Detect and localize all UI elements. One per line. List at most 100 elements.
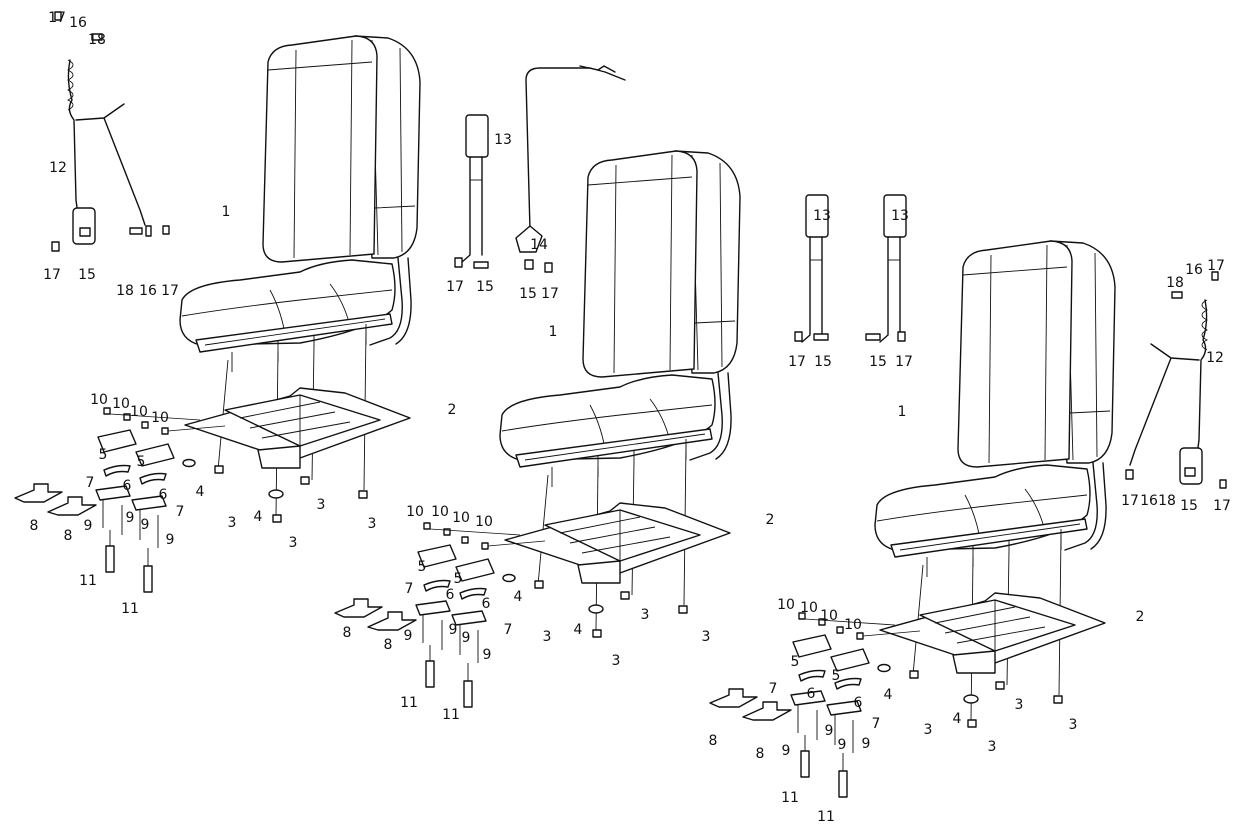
callout-seat-right-part-11: 11 [817, 809, 835, 825]
callout-seat-left-part-16: 16 [69, 15, 87, 31]
callout-seat-middle-part-9: 9 [404, 628, 413, 644]
seat-belt-retractor-right [1129, 299, 1208, 485]
callout-seat-left-part-9: 9 [84, 518, 93, 534]
callout-seat-right-part-12: 12 [1206, 350, 1224, 366]
callout-seat-right-part-10: 10 [800, 600, 818, 616]
callout-seat-right-part-4: 4 [884, 687, 893, 703]
callout-seat-right-part-17: 17 [788, 354, 806, 370]
callout-seat-left-part-18: 18 [116, 283, 134, 299]
callout-seat-right-part-18: 18 [1166, 275, 1184, 291]
callout-seat-left-part-7: 7 [176, 504, 185, 520]
callout-seat-left-part-9: 9 [141, 517, 150, 533]
callout-seat-left-part-15: 15 [78, 267, 96, 283]
callout-seat-right-part-10: 10 [820, 608, 838, 624]
callout-seat-left-part-10: 10 [151, 410, 169, 426]
callout-seat-middle-part-15: 15 [476, 279, 494, 295]
callout-seat-middle-part-3: 3 [641, 607, 650, 623]
callout-seat-middle-part-3: 3 [612, 653, 621, 669]
callout-seat-middle-part-4: 4 [574, 622, 583, 638]
callout-seat-right-part-15: 15 [1180, 498, 1198, 514]
callout-seat-middle-part-7: 7 [405, 581, 414, 597]
callout-seat-left-part-17: 17 [43, 267, 61, 283]
fasteners-15-17 [51, 11, 1227, 489]
callout-seat-right-part-5: 5 [832, 668, 841, 684]
callout-seat-left-part-5: 5 [99, 447, 108, 463]
callout-seat-middle-part-4: 4 [514, 589, 523, 605]
callout-seat-right-part-17: 17 [1121, 493, 1139, 509]
callout-seat-left-part-17: 17 [48, 10, 66, 26]
callout-seat-left-part-11: 11 [79, 573, 97, 589]
callout-seat-left-part-1: 1 [222, 204, 231, 220]
callout-seat-right-part-9: 9 [782, 743, 791, 759]
callout-seat-middle-part-3: 3 [702, 629, 711, 645]
callout-seat-right-part-6: 6 [807, 686, 816, 702]
callout-seat-right-part-7: 7 [872, 716, 881, 732]
callout-seat-middle-part-10: 10 [452, 510, 470, 526]
callout-seat-left-part-18: 18 [88, 32, 106, 48]
callout-seat-middle-part-10: 10 [431, 504, 449, 520]
callout-seat-right-part-9: 9 [838, 737, 847, 753]
callout-seat-right-part-1: 1 [898, 404, 907, 420]
callout-seat-middle-part-17: 17 [541, 286, 559, 302]
callout-seat-left-part-3: 3 [228, 515, 237, 531]
callout-seat-left-part-6: 6 [159, 487, 168, 503]
callout-seat-left-part-9: 9 [166, 532, 175, 548]
callout-seat-middle-part-11: 11 [442, 707, 460, 723]
callout-seat-right-part-18: 18 [1158, 493, 1176, 509]
callout-seat-middle-part-10: 10 [475, 514, 493, 530]
callout-seat-right-part-17: 17 [895, 354, 913, 370]
callout-seat-left-part-2: 2 [448, 402, 457, 418]
callout-seat-right-part-3: 3 [988, 739, 997, 755]
callout-seat-right-part-17: 17 [1213, 498, 1231, 514]
callout-seat-left-part-8: 8 [30, 518, 39, 534]
callout-seat-left-part-12: 12 [49, 160, 67, 176]
callout-seat-left-part-10: 10 [112, 396, 130, 412]
callout-seat-right-part-8: 8 [709, 733, 718, 749]
callout-seat-left-part-3: 3 [317, 497, 326, 513]
callout-seat-middle-part-7: 7 [504, 622, 513, 638]
callout-seat-middle-part-5: 5 [418, 559, 427, 575]
callout-seat-middle-part-6: 6 [446, 587, 455, 603]
callout-seat-right-part-16: 16 [1185, 262, 1203, 278]
callout-seat-left-part-10: 10 [130, 404, 148, 420]
callout-seat-left-part-4: 4 [196, 484, 205, 500]
callout-seat-left-part-6: 6 [123, 478, 132, 494]
callout-seat-right-part-16: 16 [1140, 493, 1158, 509]
callout-seat-left-part-9: 9 [126, 510, 135, 526]
callout-seat-right-part-3: 3 [1015, 697, 1024, 713]
seat-belt-buckle-middle [461, 114, 489, 263]
callout-seat-right-part-10: 10 [844, 617, 862, 633]
callout-seat-right-part-2: 2 [1136, 609, 1145, 625]
callout-seat-middle-part-11: 11 [400, 695, 418, 711]
callout-seat-middle-part-14: 14 [530, 237, 548, 253]
callout-seat-left-part-10: 10 [90, 392, 108, 408]
callout-seat-left-part-7: 7 [86, 475, 95, 491]
callout-seat-left-part-16: 16 [139, 283, 157, 299]
callout-seat-right-part-4: 4 [953, 711, 962, 727]
callout-seat-middle-part-13: 13 [494, 132, 512, 148]
callout-seat-right-part-3: 3 [924, 722, 933, 738]
callout-seat-middle-part-9: 9 [483, 647, 492, 663]
callout-seat-middle-part-9: 9 [462, 630, 471, 646]
callout-seat-left-part-8: 8 [64, 528, 73, 544]
shoulder-belt-14 [515, 65, 626, 270]
callout-seat-right-part-13: 13 [891, 208, 909, 224]
callout-seat-middle-part-8: 8 [384, 637, 393, 653]
callout-seat-right-part-10: 10 [777, 597, 795, 613]
callout-seat-right-part-7: 7 [769, 681, 778, 697]
callout-seat-right-part-9: 9 [862, 736, 871, 752]
callout-seat-right-part-9: 9 [825, 723, 834, 739]
callout-seat-middle-part-10: 10 [406, 504, 424, 520]
callout-seat-right-part-15: 15 [814, 354, 832, 370]
callout-seat-right-part-13: 13 [813, 208, 831, 224]
callout-seat-middle-part-5: 5 [454, 571, 463, 587]
callout-seat-left-part-4: 4 [254, 509, 263, 525]
callout-seat-middle-part-3: 3 [543, 629, 552, 645]
callout-seat-left-part-3: 3 [289, 535, 298, 551]
callout-seat-left-part-11: 11 [121, 601, 139, 617]
callout-seat-middle-part-17: 17 [446, 279, 464, 295]
callout-seat-left-part-17: 17 [161, 283, 179, 299]
callout-seat-left-part-3: 3 [368, 516, 377, 532]
